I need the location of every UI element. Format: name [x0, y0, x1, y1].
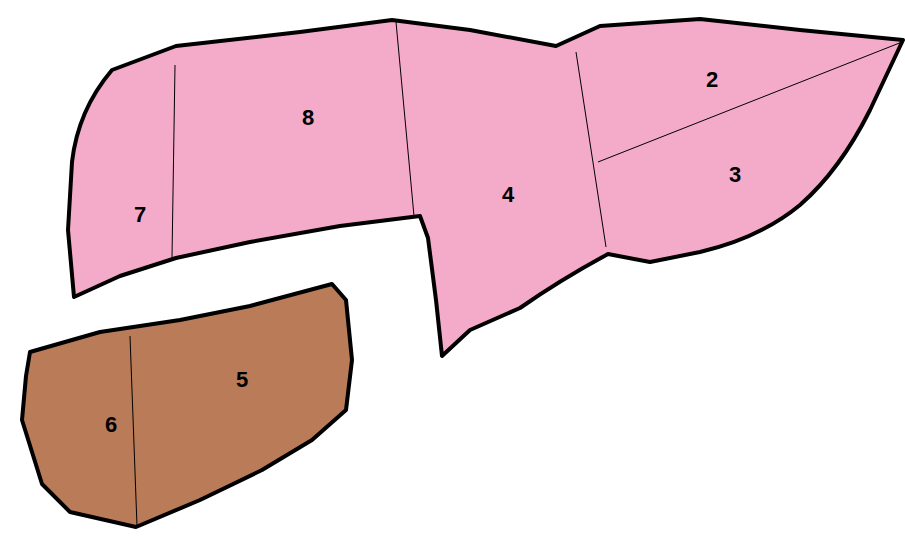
segment-number: 8	[302, 107, 314, 129]
segment-number: 4	[502, 184, 514, 206]
gallbladder-region	[22, 284, 352, 527]
segment-border	[598, 42, 902, 162]
segment-border	[396, 22, 414, 216]
segment-number: 3	[729, 164, 741, 186]
segment-border	[172, 65, 175, 258]
segment-number: 7	[134, 204, 146, 226]
liver-right-lobe	[68, 19, 903, 356]
segment-border	[576, 52, 606, 247]
segment-number: 2	[706, 69, 718, 91]
segment-border	[130, 336, 137, 526]
segment-number: 5	[236, 369, 248, 391]
segment-number: 6	[105, 414, 117, 436]
